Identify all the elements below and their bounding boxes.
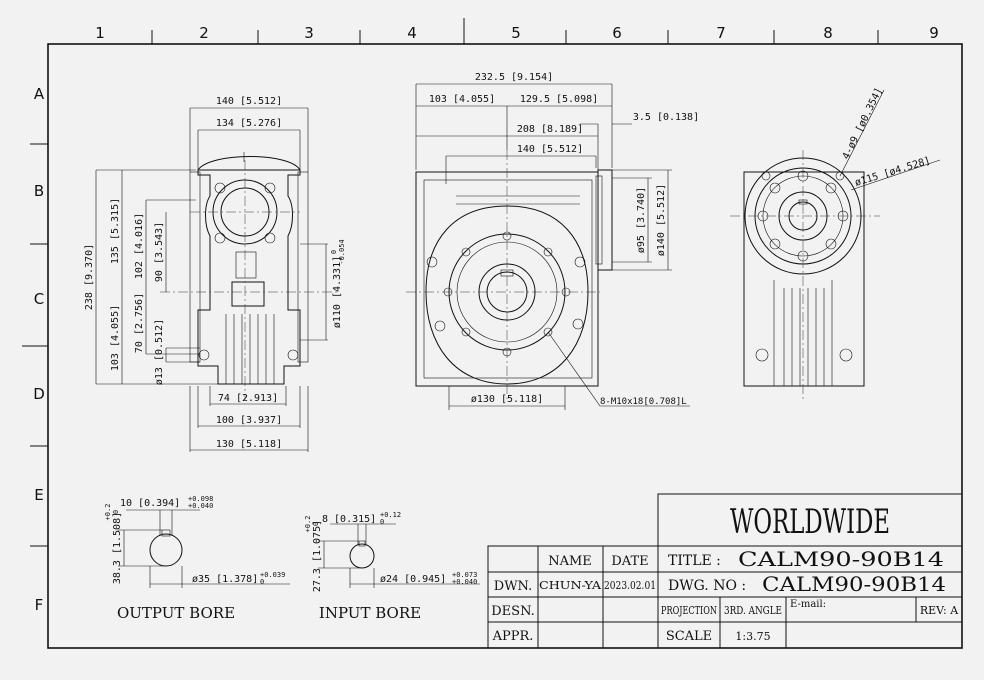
title-value: CALM90-90B14 [738,547,944,571]
dim-front-height-135: 135 [5.315] [110,198,121,264]
title-block: WORLDWIDE NAME DATE DWN. CHUN-YA 2023.02… [487,493,963,649]
dim-front-width-134: 134 [5.276] [216,118,282,129]
dim-front-width-130: 130 [5.118] [216,439,282,450]
dwgno-value: CALM90-90B14 [762,572,946,596]
output-dia-tol-top: +0.039 [260,571,285,579]
dim-side-gap-3-5: 3.5 [0.138] [633,112,699,123]
output-bore-caption: OUTPUT BORE [117,604,235,622]
input-dia-tol-bot: +0.040 [452,578,477,586]
dwn-label: DWN. [494,579,532,594]
output-bore-detail: 10 [0.394] +0.098 +0.040 38.3 [1.508] +0… [104,495,290,622]
input-key-dim: 8 [0.315] [322,514,376,525]
row-tick-marks [22,143,48,547]
right-view: 4-ø9 [ø0.354] ø115 [ø4.528] [730,86,941,400]
dwn-date: 2023.02.01 [604,579,656,592]
row-label-b: B [34,182,44,200]
input-height-dim: 27.3 [1.075] [312,520,323,592]
dim-side-width-129: 129.5 [5.098] [520,94,598,105]
desn-label: DESN. [491,604,535,619]
col-label-8: 8 [823,24,833,42]
output-height-tol-top: +0.2 [104,504,112,521]
dim-front-height-103: 103 [4.055] [110,305,121,371]
dim-front-width-100: 100 [3.937] [216,415,282,426]
output-key-tol-bot: +0.040 [188,502,213,510]
input-key-tol-top: +0.12 [380,511,401,519]
col-label-6: 6 [612,24,622,42]
dwgno-label: DWG. NO : [668,578,746,594]
row-label-d: D [33,385,45,403]
rev-label: REV: A [920,604,959,617]
dwn-name: CHUN-YA [539,579,602,592]
dim-front-height-90: 90 [3.543] [154,222,165,282]
email-label: E-mail: [790,599,826,610]
projection-value: 3RD. ANGLE [724,604,782,617]
front-view: 140 [5.512] 134 [5.276] 238 [9.370] 135 … [84,96,346,452]
dim-front-height-70: 70 [2.756] [134,293,145,353]
dim-front-bore-110-tol-bot: -0.054 [338,239,346,264]
dim-side-dia-95: ø95 [3.740] [636,187,647,253]
column-tick-marks [151,18,879,44]
title-label: TITLE : [668,553,721,569]
dim-front-width-74: 74 [2.913] [218,393,278,404]
screw-note: 8-M10x18[0.708]L [600,397,687,407]
head-date: DATE [611,554,648,569]
output-height-tol-bot: 0 [112,510,120,514]
input-height-tol-bot: 0 [312,522,320,526]
scale-label: SCALE [666,629,712,644]
col-label-9: 9 [929,24,939,42]
side-view: 232.5 [9.154] 103 [4.055] 129.5 [5.098] … [406,72,699,410]
input-key-tol-bot: 0 [380,518,384,526]
output-dia-tol-bot: 0 [260,578,264,586]
input-bore-caption: INPUT BORE [319,604,421,622]
input-dia-tol-top: +0.073 [452,571,477,579]
scale-value: 1:3.75 [735,630,770,643]
dim-right-pcd: ø115 [ø4.528] [854,155,932,188]
company-name: WORLDWIDE [730,502,890,542]
col-label-3: 3 [304,24,314,42]
dim-front-bolt-13: ø13 [0.512] [154,319,165,385]
projection-label: PROJECTION [661,604,717,617]
dim-front-bore-110-tol-top: 0 [330,250,338,254]
output-key-tol-top: +0.098 [188,495,213,503]
row-label-e: E [34,486,43,504]
col-label-5: 5 [511,24,521,42]
output-key-dim: 10 [0.394] [120,498,180,509]
dim-side-width-232: 232.5 [9.154] [475,72,553,83]
input-bore-detail: 8 [0.315] +0.12 0 27.3 [1.075] +0.2 0 ø2… [304,511,480,622]
dim-front-bore-110: ø110 [4.331] [332,256,343,328]
appr-label: APPR. [492,629,534,644]
input-height-tol-top: +0.2 [304,516,312,533]
output-height-dim: 38.3 [1.508] [112,512,123,584]
dim-side-width-103: 103 [4.055] [429,94,495,105]
dim-front-height-102: 102 [4.016] [134,213,145,279]
row-label-f: F [35,596,44,614]
dim-front-height-238: 238 [9.370] [84,244,95,310]
dim-right-holes: 4-ø9 [ø0.354] [841,86,885,161]
col-label-4: 4 [407,24,417,42]
output-dia-dim: ø35 [1.378] [192,574,258,585]
dim-side-dia-140: ø140 [5.512] [656,184,667,256]
row-label-a: A [34,85,45,103]
dim-side-width-208: 208 [8.189] [517,124,583,135]
head-name: NAME [548,554,592,569]
col-label-2: 2 [199,24,209,42]
col-label-1: 1 [95,24,105,42]
input-dia-dim: ø24 [0.945] [380,574,446,585]
col-label-7: 7 [716,24,726,42]
row-label-c: C [34,290,44,308]
dim-side-dia-130: ø130 [5.118] [471,394,543,405]
dim-front-width-140: 140 [5.512] [216,96,282,107]
dim-side-width-140: 140 [5.512] [517,144,583,155]
